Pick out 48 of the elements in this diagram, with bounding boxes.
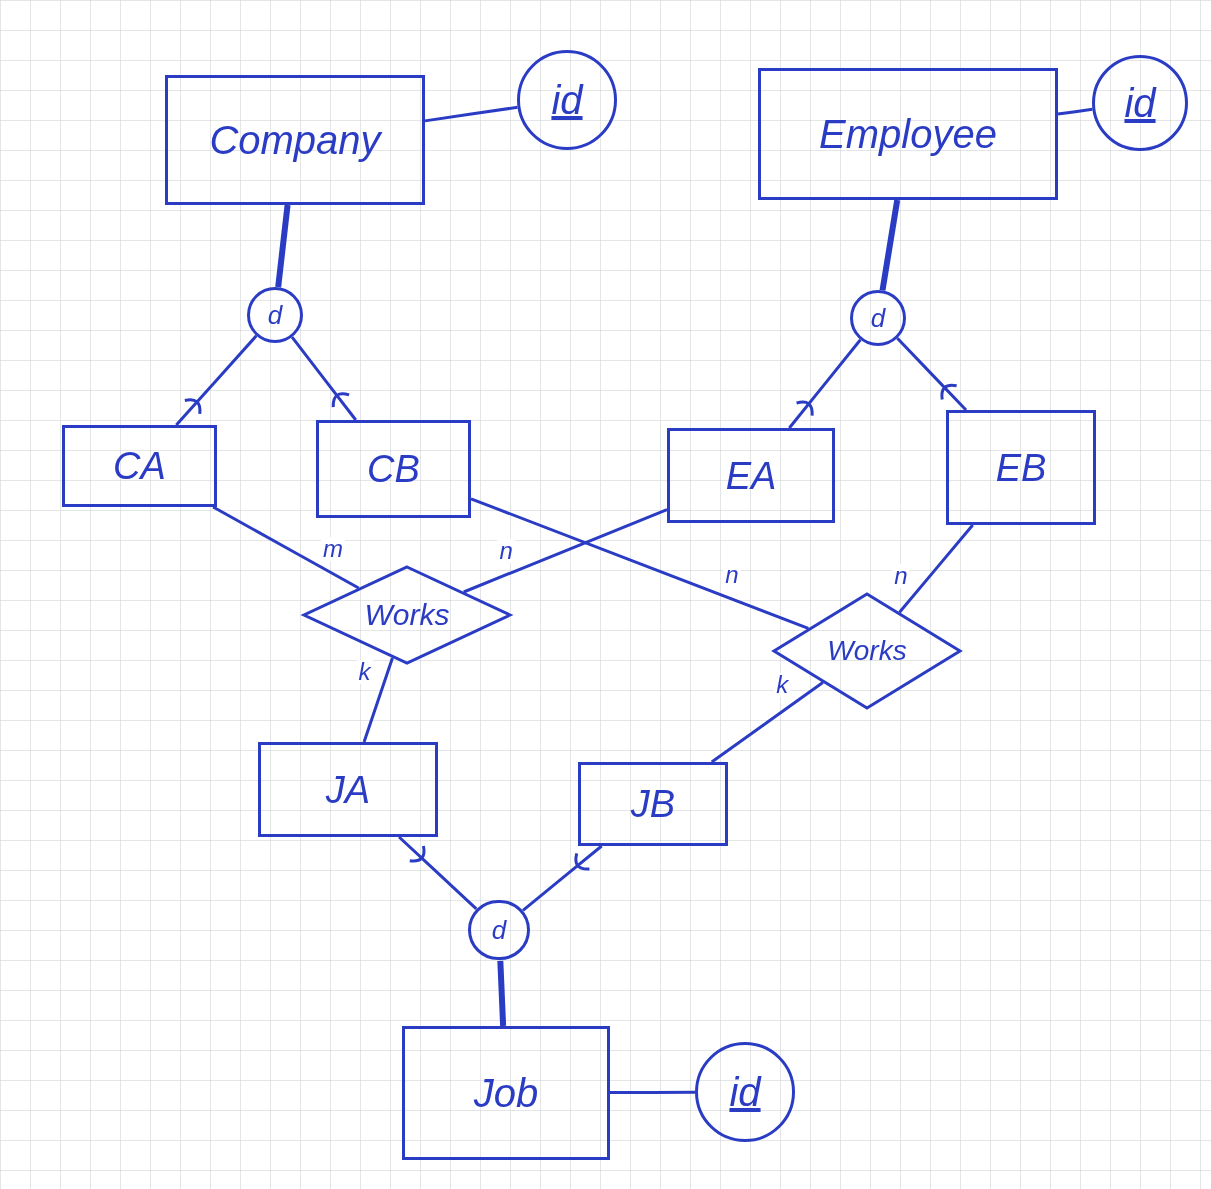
connector-line: [710, 681, 824, 764]
entity-name: Job: [473, 1073, 539, 1113]
connector-line: [362, 657, 394, 743]
entity-name: JA: [325, 770, 371, 809]
entity-name: JB: [630, 785, 676, 823]
connector-line: [879, 199, 901, 291]
entity-name: CA: [113, 447, 166, 485]
connector-line: [175, 334, 258, 426]
connector-line: [788, 338, 862, 429]
connector-line: [1057, 107, 1093, 116]
entity-name: CB: [367, 450, 420, 488]
entity-name: Employee: [819, 114, 997, 154]
entity-box: [402, 1026, 610, 1160]
entity-box: [946, 410, 1096, 525]
key-attribute-name: id: [551, 80, 583, 120]
entity-box: [258, 742, 438, 837]
connector-line: [290, 336, 357, 421]
entity-box: [667, 428, 835, 523]
key-attribute-name: id: [1124, 83, 1156, 123]
key-attribute-name: id: [729, 1072, 761, 1112]
connector-line: [463, 508, 668, 594]
entity-box: [758, 68, 1058, 200]
disjoint-symbol: d: [267, 302, 283, 328]
disjoint-symbol: d: [491, 917, 507, 943]
entity-box: [165, 75, 425, 205]
disjoint-symbol: d: [870, 305, 886, 331]
entity-box: [316, 420, 471, 518]
connector-line: [398, 835, 478, 910]
relationship-name: Works: [364, 600, 450, 630]
connector-line: [898, 524, 974, 614]
connector-line: [497, 960, 507, 1027]
entity-box: [578, 762, 728, 846]
connector-line: [522, 844, 603, 912]
entity-name: EA: [725, 456, 777, 495]
connector-line: [610, 1090, 695, 1095]
connector-line: [275, 204, 291, 288]
relationship-diamond: [772, 592, 962, 710]
cardinality-label: n: [892, 564, 910, 589]
connector-line: [212, 505, 360, 590]
cardinality-label: n: [497, 539, 515, 563]
entity-box: [62, 425, 217, 507]
cardinality-label: k: [774, 672, 791, 697]
relationship-name: Works: [827, 637, 907, 665]
entity-name: EB: [995, 448, 1047, 487]
connector-line: [470, 497, 809, 630]
connector-line: [896, 337, 968, 412]
connector-line: [424, 105, 518, 123]
entity-name: Company: [209, 120, 381, 160]
